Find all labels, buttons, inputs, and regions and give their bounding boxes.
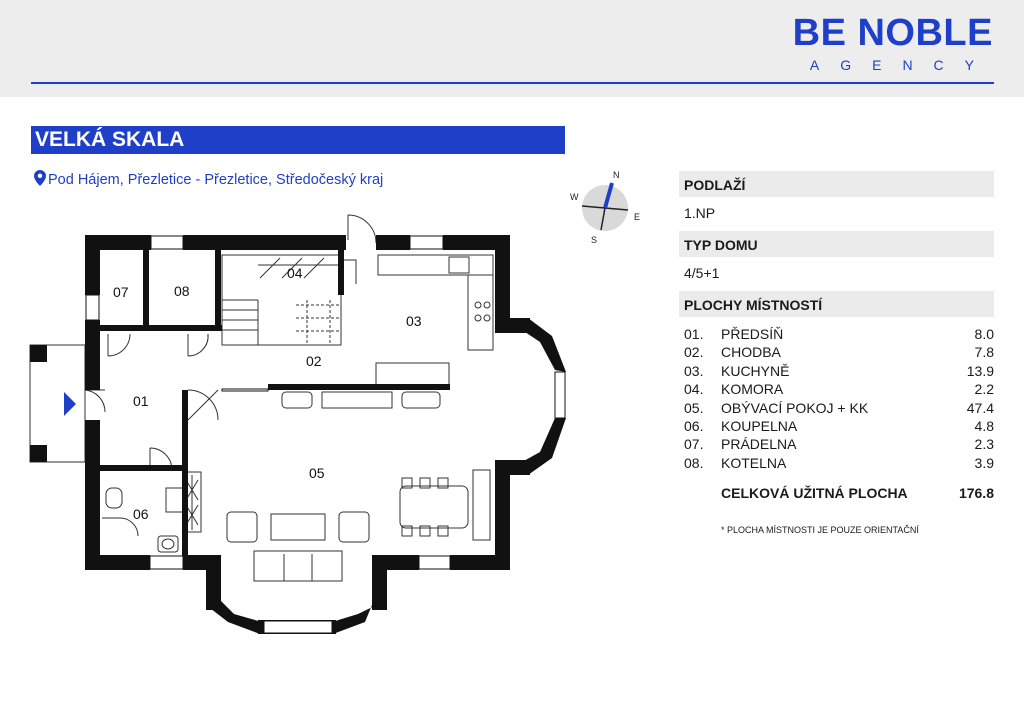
room-label-05: 05 (309, 465, 325, 481)
room-area: 2.2 (974, 381, 994, 398)
room-label-02: 02 (306, 353, 322, 369)
floor-value: 1.NP (684, 205, 716, 221)
room-area: 8.0 (974, 326, 994, 342)
compass-n: N (613, 170, 620, 180)
room-row: 06. KOUPELNA 4.8 (679, 417, 994, 435)
house-type-heading: TYP DOMU (679, 231, 994, 257)
room-list: 01. PŘEDSÍŇ 8.0 02. CHODBA 7.8 03. KUCHYNĚ 13.… (679, 325, 994, 472)
header-bar (0, 0, 1024, 97)
brand-logo: BE NOBLE (792, 12, 993, 54)
total-area-value: 176.8 (958, 485, 994, 502)
room-label-01: 01 (133, 393, 149, 409)
room-area: 2.3 (974, 436, 994, 453)
compass-e: E (634, 212, 640, 222)
house-type-value: 4/5+1 (684, 265, 720, 281)
total-area-label: CELKOVÁ UŽITNÁ PLOCHA (721, 485, 908, 502)
room-label-04: 04 (287, 265, 303, 281)
room-row: 01. PŘEDSÍŇ 8.0 (679, 325, 994, 343)
room-name: PŘEDSÍŇ (721, 326, 784, 342)
entrance-arrow-icon (64, 392, 76, 416)
room-name: KOTELNA (721, 454, 787, 471)
room-num: 03. (684, 362, 704, 379)
room-name: KUCHYNĚ (721, 362, 790, 379)
room-area: 3.9 (974, 454, 994, 471)
info-panel: PODLAŽÍ 1.NP TYP DOMU 4/5+1 PLOCHY MÍSTN… (679, 171, 994, 535)
brand-subtitle: AGENCY (809, 57, 995, 73)
listing-title-bar: VELKÁ SKALA (31, 126, 565, 154)
floor-heading: PODLAŽÍ (679, 171, 994, 197)
room-num: 05. (684, 399, 704, 416)
room-name: KOMORA (721, 381, 784, 398)
listing-title: VELKÁ SKALA (35, 128, 185, 151)
room-num: 01. (684, 326, 704, 342)
compass-w: W (570, 192, 579, 202)
room-name: CHODBA (721, 344, 781, 361)
compass-icon: N W E S (570, 170, 640, 245)
room-name: OBÝVACÍ POKOJ + KK (721, 399, 869, 416)
room-row: 05. OBÝVACÍ POKOJ + KK 47.4 (679, 399, 994, 417)
address-text: Pod Hájem, Přezletice - Přezletice, Stře… (48, 172, 384, 188)
listing-address: Pod Hájem, Přezletice - Přezletice, Stře… (34, 170, 383, 188)
room-area: 7.8 (974, 344, 994, 361)
room-num: 04. (684, 381, 704, 398)
room-area: 4.8 (974, 417, 994, 434)
header-divider (31, 82, 994, 84)
room-areas-heading: PLOCHY MÍSTNOSTÍ (679, 291, 994, 317)
room-row: 03. KUCHYNĚ 13.9 (679, 362, 994, 380)
location-pin-icon (34, 170, 46, 186)
room-row: 08. KOTELNA 3.9 (679, 454, 994, 472)
room-label-06: 06 (133, 506, 149, 522)
room-label-03: 03 (406, 313, 422, 329)
room-num: 08. (684, 454, 704, 471)
room-row: 04. KOMORA 2.2 (679, 380, 994, 398)
room-row: 02. CHODBA 7.8 (679, 343, 994, 361)
room-num: 02. (684, 344, 704, 361)
room-label-07: 07 (113, 284, 129, 300)
room-num: 07. (684, 436, 704, 453)
compass-s: S (591, 235, 597, 245)
room-name: PRÁDELNA (721, 436, 797, 453)
room-num: 06. (684, 417, 704, 434)
room-area: 13.9 (966, 362, 994, 379)
area-note: * PLOCHA MÍSTNOSTI JE POUZE ORIENTAČNÍ (721, 525, 919, 536)
room-row: 07. PRÁDELNA 2.3 (679, 435, 994, 453)
room-name: KOUPELNA (721, 417, 798, 434)
total-area-row: CELKOVÁ UŽITNÁ PLOCHA 176.8 (679, 485, 994, 507)
room-label-08: 08 (174, 283, 190, 299)
room-area: 47.4 (966, 399, 994, 416)
